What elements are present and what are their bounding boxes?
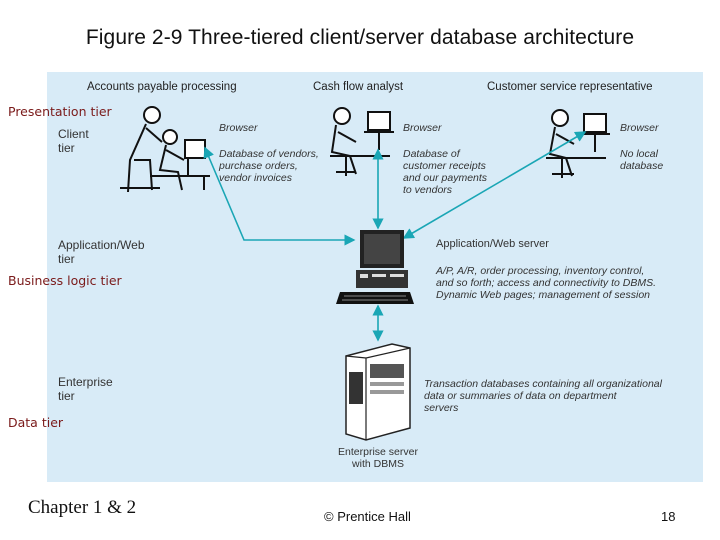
client-tier-label: Client tier (58, 127, 89, 155)
client-workstation-accounts (120, 106, 210, 193)
enterprise-server-line-2: with DBMS (352, 458, 404, 470)
app-server-label: Application/Web server (436, 238, 549, 250)
client1-db-line-2: purchase orders, (219, 160, 298, 172)
app-server-desc-line-3: Dynamic Web pages; management of session (436, 289, 650, 301)
client-tier-line-2: tier (58, 141, 75, 155)
app-server-desc-line-1: A/P, A/R, order processing, inventory co… (436, 265, 645, 277)
tier-label-business: Business logic tier (8, 273, 122, 288)
client1-db-line-1: Database of vendors, (219, 148, 319, 160)
enterprise-tier-line-2: tier (58, 389, 75, 403)
enterprise-desc-line-2: data or summaries of data on department (424, 390, 617, 402)
slide-title: Figure 2-9 Three-tiered client/server da… (85, 26, 635, 49)
tier-label-data: Data tier (8, 415, 64, 430)
client3-db-line-1: No local (620, 148, 658, 160)
app-server-desc: A/P, A/R, order processing, inventory co… (436, 265, 656, 301)
app-tier-line-2: tier (58, 252, 75, 266)
connector-arrows (203, 131, 587, 342)
enterprise-server-caption: Enterprise server with DBMS (328, 446, 428, 470)
app-server-computer (336, 230, 414, 304)
app-tier-label: Application/Web tier (58, 238, 145, 266)
client2-db-line-3: and our payments (403, 172, 488, 184)
enterprise-server-line-1: Enterprise server (338, 446, 418, 458)
client1-browser-label: Browser (219, 122, 258, 134)
tier-label-presentation: Presentation tier (8, 104, 112, 119)
role-customer-service: Customer service representative (487, 81, 653, 93)
footer-page-number: 18 (661, 509, 676, 524)
footer-chapter: Chapter 1 & 2 (28, 497, 137, 518)
client3-db-line-2: database (620, 160, 664, 172)
client2-db-line-4: to vendors (403, 184, 453, 196)
enterprise-server-cabinet (345, 343, 411, 441)
client-tier-line-1: Client (58, 127, 89, 141)
client-workstation-cashflow (330, 107, 394, 176)
enterprise-tier-label: Enterprise tier (58, 375, 113, 403)
enterprise-desc: Transaction databases containing all org… (424, 378, 662, 414)
client2-database-desc: Database of customer receipts and our pa… (403, 148, 487, 196)
client2-db-line-2: customer receipts (403, 160, 486, 172)
client3-database-desc: No local database (620, 148, 663, 172)
client3-browser-label: Browser (620, 122, 659, 134)
footer-copyright: © Prentice Hall (324, 509, 411, 524)
app-server-desc-line-2: and so forth; access and connectivity to… (436, 277, 657, 289)
enterprise-tier-line-1: Enterprise (58, 375, 113, 389)
client-workstation-customer (546, 109, 610, 178)
role-accounts-payable: Accounts payable processing (87, 81, 237, 93)
app-tier-line-1: Application/Web (58, 238, 145, 252)
role-cash-flow-analyst: Cash flow analyst (313, 81, 404, 93)
client2-browser-label: Browser (403, 122, 442, 134)
enterprise-desc-line-1: Transaction databases containing all org… (424, 378, 662, 390)
enterprise-desc-line-3: servers (424, 402, 459, 414)
client2-db-line-1: Database of (403, 148, 460, 160)
client1-db-line-3: vendor invoices (219, 172, 292, 184)
client1-database-desc: Database of vendors, purchase orders, ve… (219, 148, 319, 184)
